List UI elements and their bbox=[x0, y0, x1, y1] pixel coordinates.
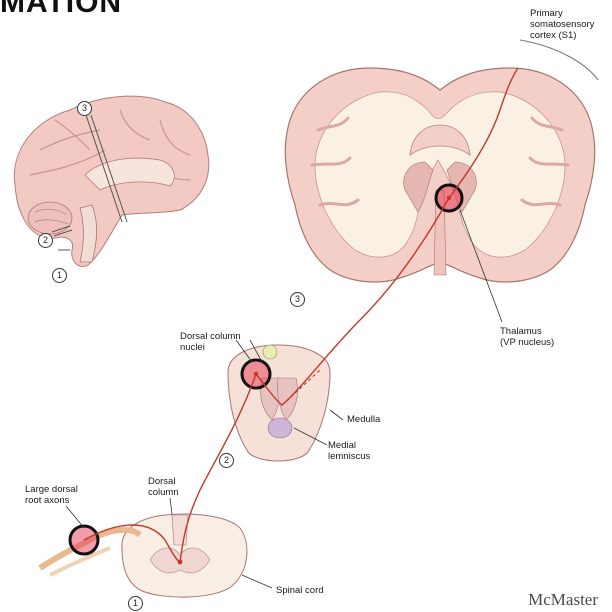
label-medulla: Medulla bbox=[347, 414, 381, 425]
label-dorsal-column-nuclei: Dorsal column nuclei bbox=[180, 331, 241, 353]
label-medial-lemniscus: Medial lemniscus bbox=[328, 440, 371, 462]
page-heading-fragment: MATION bbox=[0, 0, 123, 19]
second-order-neuron-path bbox=[255, 197, 450, 406]
brain-level-marker-2: 2 bbox=[38, 233, 53, 248]
section-level-marker-3: 3 bbox=[290, 292, 305, 307]
third-order-neuron-path bbox=[448, 67, 519, 199]
label-primary-somatosensory-cortex: Primary somatosensory cortex (S1) bbox=[530, 8, 595, 41]
coronal-brain-section bbox=[284, 39, 599, 283]
first-order-neuron-path bbox=[83, 373, 257, 563]
label-spinal-cord: Spinal cord bbox=[276, 585, 324, 596]
mcmaster-watermark: McMaster bbox=[528, 590, 598, 609]
spinal-cord-section bbox=[121, 513, 248, 598]
sagittal-brain bbox=[13, 95, 210, 267]
brain-level-marker-3: 3 bbox=[77, 101, 92, 116]
label-large-dorsal-root-axons: Large dorsal root axons bbox=[25, 484, 78, 506]
label-thalamus: Thalamus (VP nucleus) bbox=[500, 326, 555, 348]
dorsal-root bbox=[38, 526, 142, 571]
section-level-marker-2: 2 bbox=[219, 453, 234, 468]
section-level-marker-1: 1 bbox=[128, 596, 143, 611]
brain-level-marker-1: 1 bbox=[52, 268, 67, 283]
label-dorsal-column: Dorsal column bbox=[148, 476, 179, 498]
